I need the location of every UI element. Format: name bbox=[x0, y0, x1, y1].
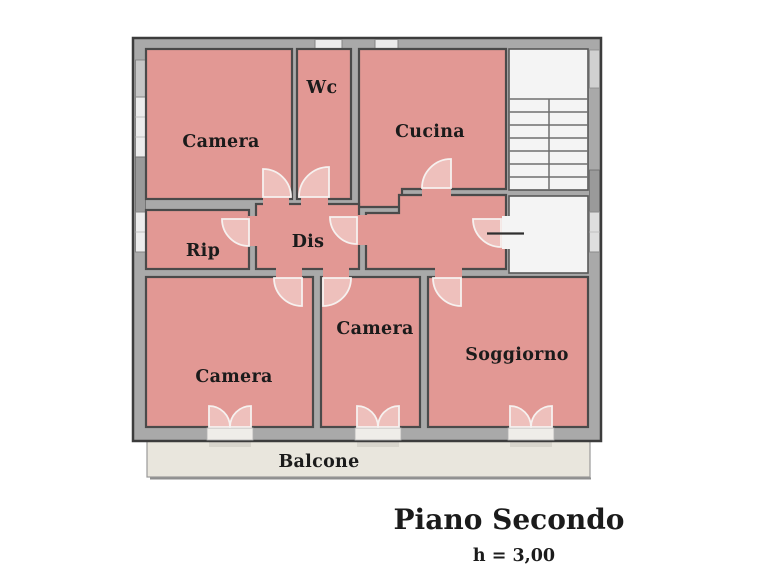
label-rip: Rip bbox=[186, 241, 220, 261]
balcony-door-sill bbox=[206, 427, 254, 441]
label-balcone: Balcone bbox=[278, 452, 359, 472]
french-door-arc bbox=[229, 405, 252, 428]
left-wall-pillar bbox=[135, 156, 146, 213]
room-labels: Camera Wc Cucina Rip Dis Camera Camera S… bbox=[182, 78, 568, 472]
balcony-door-sill bbox=[354, 427, 402, 441]
right-wall-pillar bbox=[589, 169, 600, 213]
door-arc-cucina bbox=[421, 158, 452, 189]
label-cucina: Cucina bbox=[395, 122, 465, 142]
label-camera-middle: Camera bbox=[336, 319, 413, 339]
plan-height-note: h = 3,00 bbox=[473, 546, 555, 566]
door-swings bbox=[208, 158, 553, 428]
balcony-threshold bbox=[357, 441, 399, 447]
balcony-threshold bbox=[510, 441, 552, 447]
doorway-soggiorno bbox=[435, 266, 462, 279]
exterior-windows bbox=[135, 39, 600, 253]
label-wc: Wc bbox=[306, 78, 338, 98]
top-window-cucina bbox=[374, 39, 399, 49]
label-soggiorno: Soggiorno bbox=[465, 345, 568, 365]
door-arc-soggiorno bbox=[432, 277, 462, 307]
label-dis: Dis bbox=[292, 232, 325, 252]
balcony-door-sill bbox=[507, 427, 555, 441]
left-window-camera bbox=[135, 96, 146, 158]
stair-steps bbox=[509, 98, 588, 190]
top-window-wc bbox=[314, 39, 343, 49]
door-arc-camera-middle bbox=[322, 277, 352, 307]
door-arc-rip bbox=[221, 218, 250, 247]
door-arc-wc bbox=[298, 166, 330, 198]
door-arc-camera-bottom-left bbox=[273, 277, 303, 307]
door-arc-camera-top-left bbox=[262, 168, 292, 198]
french-door-arc bbox=[377, 405, 400, 428]
doorway-dis bbox=[357, 215, 368, 245]
doorway-camera-bottom-left bbox=[276, 266, 302, 279]
french-door-arc bbox=[530, 405, 553, 428]
right-window-stairwell bbox=[589, 49, 600, 89]
plan-title: Piano Secondo bbox=[394, 503, 625, 536]
label-camera-bottom-left: Camera bbox=[195, 367, 272, 387]
door-arc-dis bbox=[329, 216, 358, 245]
doorway-camera-middle bbox=[323, 266, 349, 279]
doorway-rip bbox=[248, 216, 258, 246]
room-hallway bbox=[364, 193, 508, 271]
balcony-threshold bbox=[209, 441, 251, 447]
label-camera-top-left: Camera bbox=[182, 132, 259, 152]
staircase bbox=[508, 48, 589, 274]
left-wall-pillar bbox=[135, 59, 146, 98]
room-camera-bottom-left bbox=[144, 275, 315, 429]
balcony bbox=[146, 440, 591, 480]
